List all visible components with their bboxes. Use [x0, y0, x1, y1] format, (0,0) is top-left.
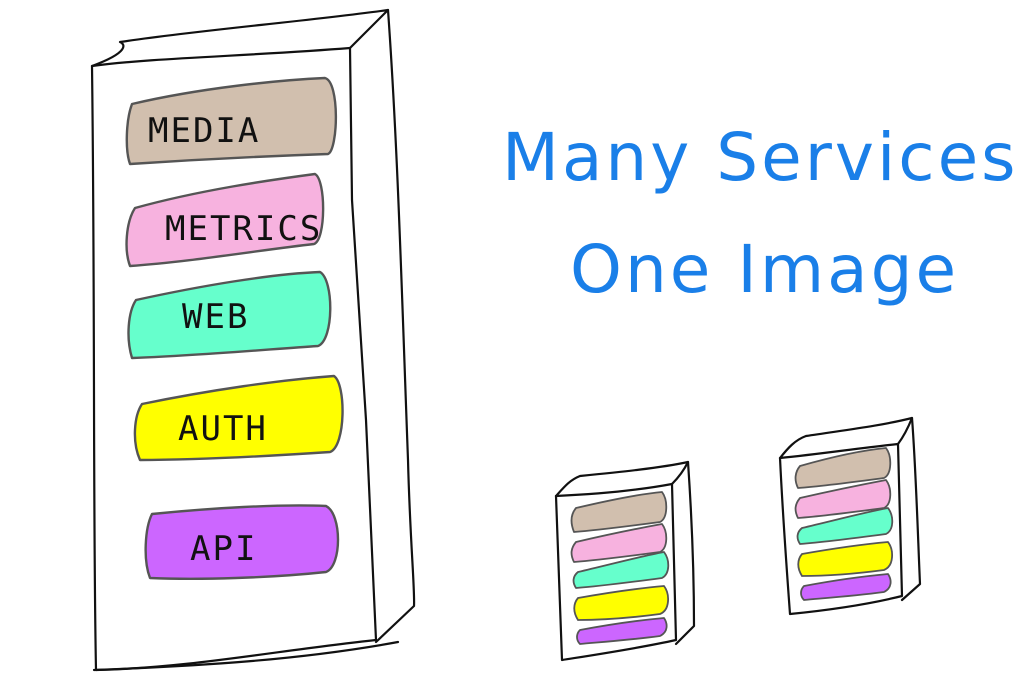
mini-container-1-stripe-1: [570, 491, 668, 533]
mini-container-2-stripe-5: [800, 573, 892, 601]
service-api-pill: [144, 504, 340, 580]
service-web: WEB: [127, 270, 332, 360]
service-auth-pill: [133, 374, 344, 462]
mini-container-1-stripe-3: [572, 551, 670, 589]
big-container-side: [374, 8, 416, 644]
headline-line-2: One Image: [570, 231, 959, 308]
mini-container-1-stripe-5: [576, 617, 668, 645]
service-api: API: [144, 504, 340, 580]
mini-container-1: [554, 460, 696, 662]
service-web-label: WEB: [182, 297, 249, 337]
mini-container-1-side: [674, 460, 696, 646]
headline-line-1: Many Services: [502, 119, 1019, 196]
mini-container-2-front: [778, 442, 904, 616]
mini-container-1-stripe-4: [573, 585, 669, 621]
service-auth-label: AUTH: [178, 409, 268, 449]
big-container-floor: [92, 640, 400, 672]
service-media: MEDIA: [125, 76, 338, 166]
service-media-label: MEDIA: [148, 111, 260, 151]
headline: Many Services One Image: [502, 119, 1019, 308]
service-auth: AUTH: [133, 374, 344, 462]
big-container-front: [90, 46, 378, 672]
service-api-label: API: [190, 529, 257, 569]
mini-container-2-stripe-1: [794, 447, 892, 489]
mini-container-2-side: [900, 416, 922, 602]
mini-container-1-top: [554, 460, 690, 498]
service-web-pill: [127, 270, 332, 360]
mini-container-2: [778, 416, 922, 616]
service-metrics-pill: [125, 172, 325, 268]
big-container: [90, 8, 416, 672]
mini-container-2-stripe-4: [797, 541, 893, 577]
mini-container-2-stripe-3: [796, 507, 894, 545]
service-metrics-label: METRICS: [165, 209, 322, 249]
big-container-top: [90, 8, 390, 68]
mini-container-1-front: [554, 482, 678, 662]
mini-container-2-top: [778, 416, 914, 460]
service-metrics: METRICS: [125, 172, 325, 268]
service-media-pill: [125, 76, 338, 166]
